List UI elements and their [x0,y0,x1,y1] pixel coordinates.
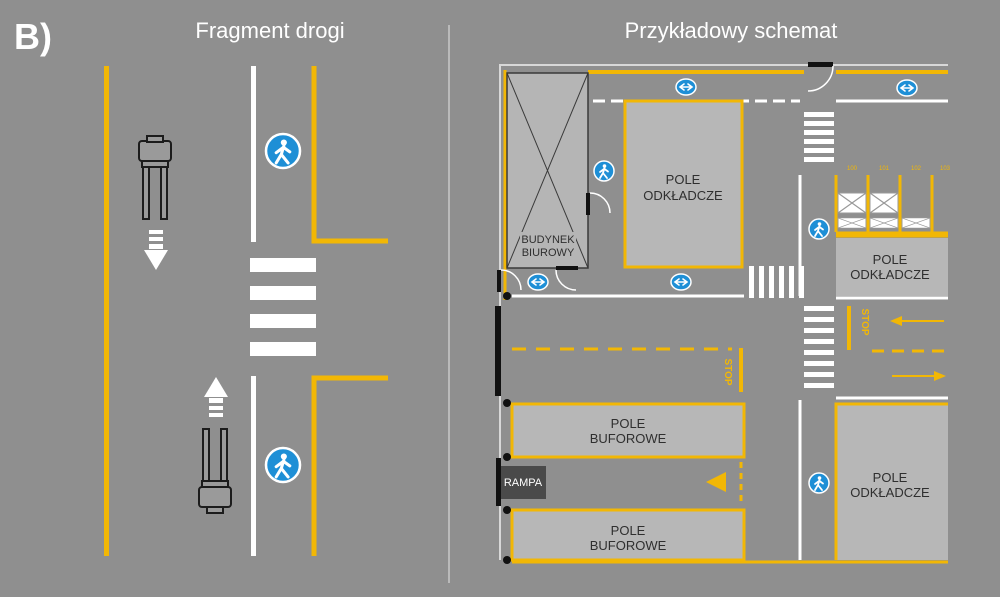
pedestrian-sign-icon [675,78,697,96]
door-swing [807,65,834,92]
pallet-rack: 100 101 102 103 [834,166,951,235]
door-icon [808,62,833,67]
pallet-icon [837,217,867,229]
ramp-label: RAMPA [504,477,543,489]
door-icon [586,193,590,215]
pallet-icon [869,192,899,214]
direction-arrow-icon [204,377,228,417]
pedestrian-sign-icon [593,160,615,182]
pedestrian-sign-icon [264,132,302,170]
pallet-icon [901,217,931,229]
storage-field-label: POLE [873,252,908,267]
storage-field-top: POLE ODKŁADCZE [623,99,744,269]
left-title: Fragment drogi [195,18,344,43]
door-icon [497,270,501,292]
office-building: BUDYNEK BIUROWY [506,72,589,269]
pedestrian-sign-icon [670,273,692,291]
buffer-field-lower: POLE BUFOROWE [510,508,746,562]
direction-arrow-icon [144,230,168,270]
pedestrian-sign-icon [808,472,830,494]
door-swing [589,192,611,214]
zebra-crossing [804,306,834,388]
stop-label: STOP [722,358,733,385]
storage-field-label: ODKŁADCZE [643,188,723,203]
pallet-icon [837,192,867,214]
zebra-crossing [749,266,804,298]
walkway-line-lower [311,375,388,556]
direction-arrow-icon [706,472,726,492]
storage-field-right: POLE ODKŁADCZE [836,234,948,296]
zebra-crossing [250,258,316,356]
panel-label: B) [14,16,52,57]
road-fragment [104,66,388,556]
pedestrian-sign-icon [264,446,302,484]
rack-label: 102 [911,166,922,172]
office-building-label: BUDYNEK [521,234,575,246]
rack-label: 103 [940,166,951,172]
storage-field-bottom: POLE ODKŁADCZE [834,402,948,560]
pedestrian-sign-icon [808,218,830,240]
dock-wall [495,306,501,396]
buffer-field-label: POLE [611,523,646,538]
stop-label: STOP [859,308,870,335]
buffer-field-label: POLE [611,416,646,431]
pedestrian-sign-icon [896,79,918,97]
direction-arrow-icon [892,371,946,381]
ramp: RAMPA [500,466,546,499]
door-swing [555,269,577,291]
road-edge-line-upper [251,66,256,242]
forklift-icon [138,135,172,220]
rack-label: 100 [847,166,858,172]
office-building-label: BIUROWY [522,247,575,259]
zebra-crossing [804,112,834,162]
pedestrian-sign-icon [527,273,549,291]
layout-schematic: BUDYNEK BIUROWY POLE ODKŁADCZE [495,62,951,564]
right-title: Przykładowy schemat [625,18,838,43]
storage-field-label: ODKŁADCZE [850,267,930,282]
road-edge-line-left [104,66,109,556]
pallet-icon [869,217,899,229]
buffer-field-upper: POLE BUFOROWE [510,402,746,459]
forklift-icon [198,428,232,514]
walkway-line-upper [311,66,388,244]
storage-field-label: ODKŁADCZE [850,485,930,500]
buffer-field-label: BUFOROWE [590,538,667,553]
dock-wall [496,458,501,506]
door-icon [556,266,578,270]
bollard [503,292,511,564]
storage-field-label: POLE [666,172,701,187]
rack-label: 101 [879,166,890,172]
direction-arrow-icon [890,316,944,326]
door-swing [500,269,522,291]
road-edge-line-lower [251,376,256,556]
buffer-field-label: BUFOROWE [590,431,667,446]
storage-field-label: POLE [873,470,908,485]
